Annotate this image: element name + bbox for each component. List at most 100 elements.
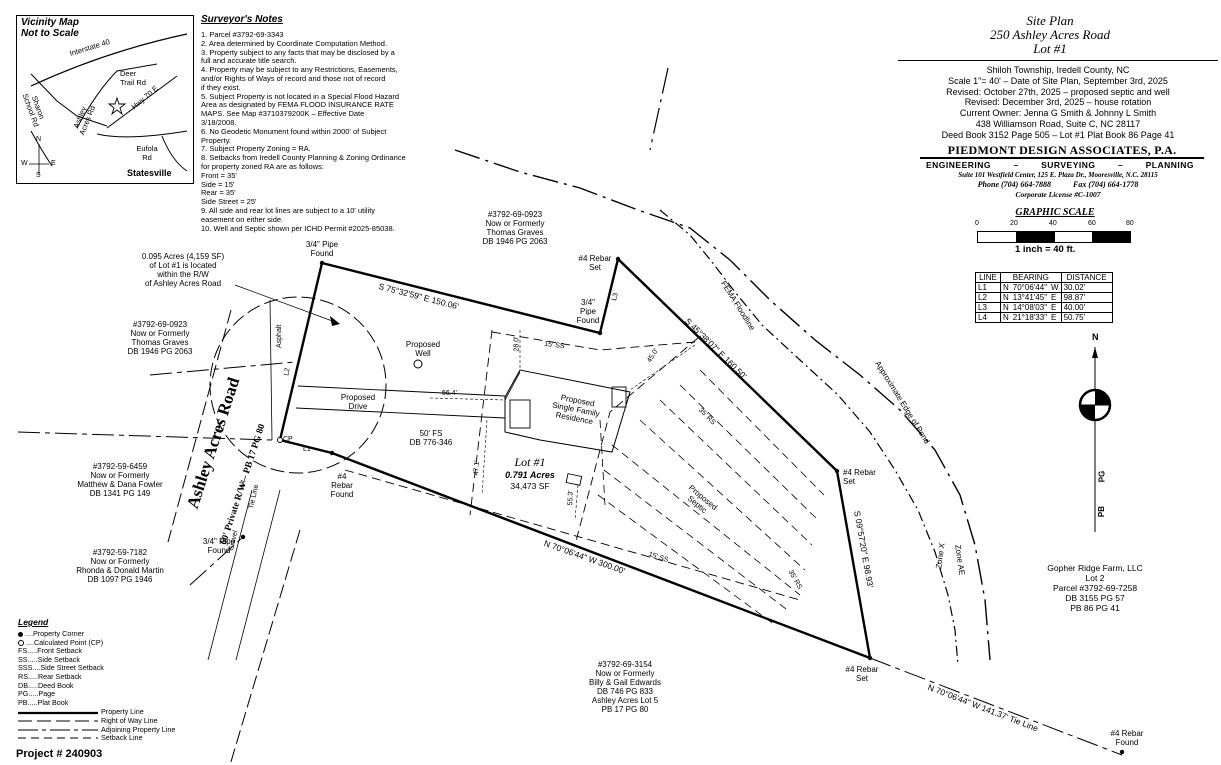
label-line: Set <box>855 674 868 683</box>
setback-line-icon <box>18 737 98 739</box>
row-line-left-b <box>229 529 301 765</box>
table-cell: L2 <box>975 292 1001 303</box>
label-line: 3/4" Pipe <box>305 240 339 249</box>
note-line: 5. Subject Property is not located in a … <box>201 91 400 101</box>
acres-note-line: of Lot #1 is located <box>149 261 217 270</box>
acres-row-note: 0.095 Acres (4,159 SF) of Lot #1 is loca… <box>118 252 248 288</box>
adjoiner-line: Gopher Ridge Farm, LLC <box>1047 563 1143 573</box>
table-cell: 40.00' <box>1060 302 1113 313</box>
property-corners <box>240 256 1125 755</box>
note-line: Area as designated by FEMA FLOOD INSURAN… <box>201 100 394 110</box>
road-deer-trail: Deer Trail Rd <box>120 69 146 87</box>
legend-text: SS.....Side Setback <box>18 654 80 664</box>
service-planning: PLANNING <box>1145 160 1194 170</box>
table-row: L1 N 70°06'44" W 30.02' <box>975 282 1113 293</box>
pipe-found-left: 3/4" Pipe Found <box>194 537 244 555</box>
edge-of-pond <box>454 149 991 661</box>
right-of-way-line-icon <box>18 720 98 722</box>
adjoiner-line: DB 3155 PG 57 <box>1065 593 1125 603</box>
info-line: Revised: October 27th, 2025 – proposed s… <box>946 86 1170 97</box>
dim-55: 55.3' <box>567 490 575 506</box>
label-line: #4 Rebar <box>843 468 876 477</box>
firm-services: ENGINEERING – SURVEYING – PLANNING <box>926 160 1194 170</box>
vicinity-compass-s: S <box>36 172 41 179</box>
corner-dot-icon <box>18 631 23 637</box>
table-cell: 21°18'33" <box>1010 312 1050 323</box>
legend-text: SSS....Side Street Setback <box>18 663 104 673</box>
table-cell: L4 <box>975 312 1001 323</box>
scale-tick: 40 <box>1049 220 1057 227</box>
adjoiner-line: Parcel #3792-69-7258 <box>1052 583 1138 593</box>
line-table-header: LINE BEARING DISTANCE <box>975 272 1113 283</box>
label-line: Rebar <box>331 481 353 490</box>
label-line: DB 776-346 <box>409 438 453 447</box>
line-label-l1: L1 <box>303 446 311 453</box>
legend-line-item: Adjoining Property Line <box>18 725 218 735</box>
row-line-left-a <box>167 309 232 543</box>
table-cell: W <box>1049 282 1062 293</box>
label-line: Found <box>576 316 600 325</box>
adjoiner-line: #3792-59-7182 <box>92 548 148 557</box>
label-line: Found <box>207 546 231 555</box>
legend-text: PB.....Plat Book <box>18 697 69 707</box>
table-cell: E <box>1049 312 1062 323</box>
note-line: Side Street = 25' <box>201 197 257 207</box>
table-cell: 30.02' <box>1060 282 1113 293</box>
scale-tick: 80 <box>1126 220 1134 227</box>
adjoiner-line: Now or Formerly <box>90 557 150 566</box>
label-line: Found <box>310 249 334 258</box>
vicinity-city: Statesville <box>127 168 172 178</box>
calculated-point-icon <box>18 639 24 646</box>
legend-item: SSS....Side Street Setback <box>18 664 218 673</box>
adjoiner-line: Lot 2 <box>1085 573 1105 583</box>
proposed-well-marker <box>413 359 423 369</box>
residence-porch <box>611 386 627 408</box>
project-number: Project # 240903 <box>16 748 103 760</box>
legend-line-item: Setback Line <box>18 734 218 743</box>
info-line: Revised: December 3rd, 2025 – house rota… <box>964 97 1152 108</box>
adjoiner-line: #3792-69-0923 <box>132 320 188 329</box>
scale-tick: 60 <box>1088 220 1096 227</box>
note-line: Rear = 35' <box>201 188 236 198</box>
proposed-well-label: Proposed Well <box>398 340 448 358</box>
adjoiner-top: #3792-69-0923 Now or Formerly Thomas Gra… <box>465 210 565 246</box>
table-cell: N <box>999 282 1011 293</box>
setback-rear <box>574 337 699 546</box>
setback-side <box>491 331 696 351</box>
calculated-point <box>277 437 283 443</box>
firm-license: Corporate License #C-1007 <box>1015 190 1101 199</box>
adjoiner-line: #3792-59-6459 <box>92 462 148 471</box>
rebar-found-left: #4 Rebar Found <box>324 472 360 499</box>
adjoiner-left-mid: #3792-59-6459 Now or Formerly Matthew & … <box>60 462 180 498</box>
label-line: 3/4" <box>581 298 595 307</box>
table-cell: E <box>1049 292 1062 303</box>
service-engineering: ENGINEERING <box>926 160 992 170</box>
label-line: #4 Rebar <box>578 254 612 263</box>
surveyor-notes-title: Surveyor's Notes <box>201 14 283 25</box>
acres-note-line: 0.095 Acres (4,159 SF) <box>141 252 225 261</box>
adjoiner-line: Matthew & Dana Fowler <box>77 480 163 489</box>
north-arrow-pb: PB <box>1097 505 1107 518</box>
firm-fax: Fax (704) 664-1778 <box>1073 180 1139 189</box>
info-line: Shiloh Township, Iredell County, NC <box>986 65 1130 75</box>
dim-47: 47.1' <box>473 460 481 476</box>
firm-phone-fax: Phone (704) 664-7888 Fax (704) 664-1778 <box>898 180 1218 189</box>
legend-text: FS.....Front Setback <box>18 646 82 656</box>
lot-sf: 34,473 SF <box>510 481 550 491</box>
lot-title: Lot #1 <box>514 455 546 469</box>
legend-text: PG.....Page <box>18 689 56 699</box>
vicinity-compass-n: N <box>36 136 42 143</box>
note-line: 8. Setbacks from Iredell County Planning… <box>201 153 406 163</box>
label-line: 3/4" Pipe <box>202 537 236 546</box>
label-line: #4 Rebar <box>845 665 879 674</box>
fema-floodline <box>659 209 959 666</box>
note-line: 9. All side and rear lot lines are subje… <box>201 205 376 215</box>
note-line: MAPS. See Map #3710379200K – Effective D… <box>201 109 365 119</box>
vicinity-compass-e: E <box>51 160 56 167</box>
setback-bottom <box>344 469 801 601</box>
adjoiner-left-top: #3792-69-0923 Now or Formerly Thomas Gra… <box>105 320 215 356</box>
label-line: Set <box>588 263 601 272</box>
note-line: for property zoned RA are as follows: <box>201 161 324 171</box>
table-cell: 14°08'03" <box>1010 302 1050 313</box>
